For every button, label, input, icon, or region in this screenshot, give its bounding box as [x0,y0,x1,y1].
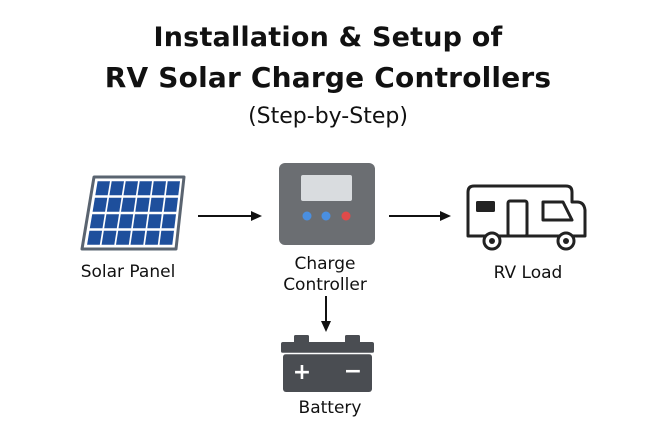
battery-positive-symbol: + [293,360,311,385]
diagram-title-line-1: Installation & Setup of [153,22,503,53]
solar-cell [135,197,150,212]
solar-cell [123,181,138,196]
solar-cell [151,181,166,196]
solar-cell [147,214,162,229]
solar-cell [145,230,160,245]
solar-cell [149,197,164,212]
battery-label: Battery [298,398,362,418]
solar-cell [118,214,134,229]
solar-cell [137,181,152,196]
solar-cell [104,214,119,229]
charge-controller-label-line-2: Controller [283,275,367,295]
rv-icon [466,184,587,251]
solar-cell [163,197,178,212]
solar-cell [116,230,131,245]
solar-cell [159,230,174,245]
arrow-controller-to-rv [389,211,451,221]
solar-cell [165,181,180,196]
charge-controller-label: Charge Controller [250,254,400,296]
diagram-subtitle: (Step-by-Step) [248,104,408,129]
charge-controller-label-line-1: Charge [294,254,356,274]
rv-load-label: RV Load [493,263,563,283]
indicator-led-blue-1 [302,211,312,221]
arrow-controller-to-battery [321,296,331,332]
solar-cell [95,181,110,196]
solar-cell [109,181,124,196]
charge-controller-icon [279,163,375,245]
solar-cell [161,214,176,229]
solar-cell [106,197,122,212]
solar-cell [89,214,105,229]
arrow-panel-to-controller [198,211,262,221]
indicator-led-red [341,211,351,221]
solar-cell [92,197,108,212]
solar-cell [130,230,146,245]
solar-cell [87,230,103,245]
solar-cell [132,214,148,229]
battery-icon: + − [281,335,374,392]
solar-panel-icon [80,175,186,251]
diagram-title-line-2: RV Solar Charge Controllers [104,61,552,94]
solar-cell [121,197,136,212]
solar-panel-label: Solar Panel [80,262,176,282]
solar-cell [101,230,117,245]
indicator-led-blue-2 [321,211,331,221]
battery-negative-symbol: − [344,359,362,384]
